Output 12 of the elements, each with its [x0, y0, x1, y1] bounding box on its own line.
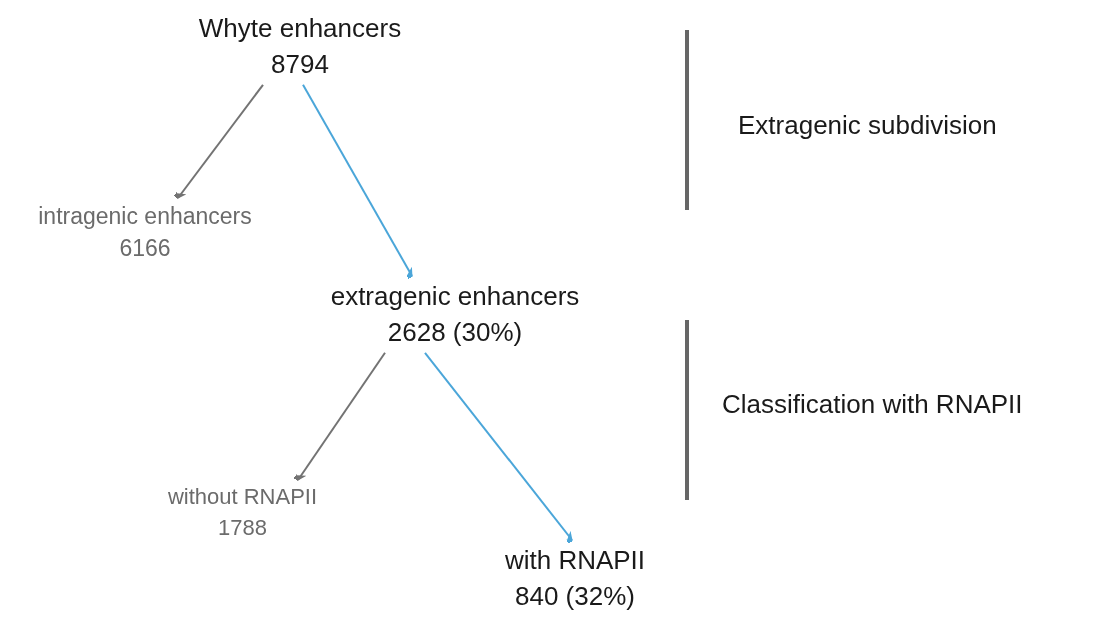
node-count: 8794: [271, 48, 329, 82]
node-count: 840 (32%): [515, 580, 635, 614]
node-title: intragenic enhancers: [38, 202, 252, 231]
section-label: Extragenic subdivision: [738, 109, 997, 142]
node-count: 1788: [218, 513, 267, 542]
section-label: Classification with RNAPII: [722, 388, 1023, 421]
node-count: 6166: [119, 234, 171, 264]
node-title: Whyte enhancers: [198, 12, 402, 45]
node-count: 2628 (30%): [387, 316, 523, 350]
node-title: without RNAPII: [167, 483, 318, 511]
node-title: extragenic enhancers: [330, 280, 580, 313]
node-title: with RNAPII: [504, 544, 646, 577]
